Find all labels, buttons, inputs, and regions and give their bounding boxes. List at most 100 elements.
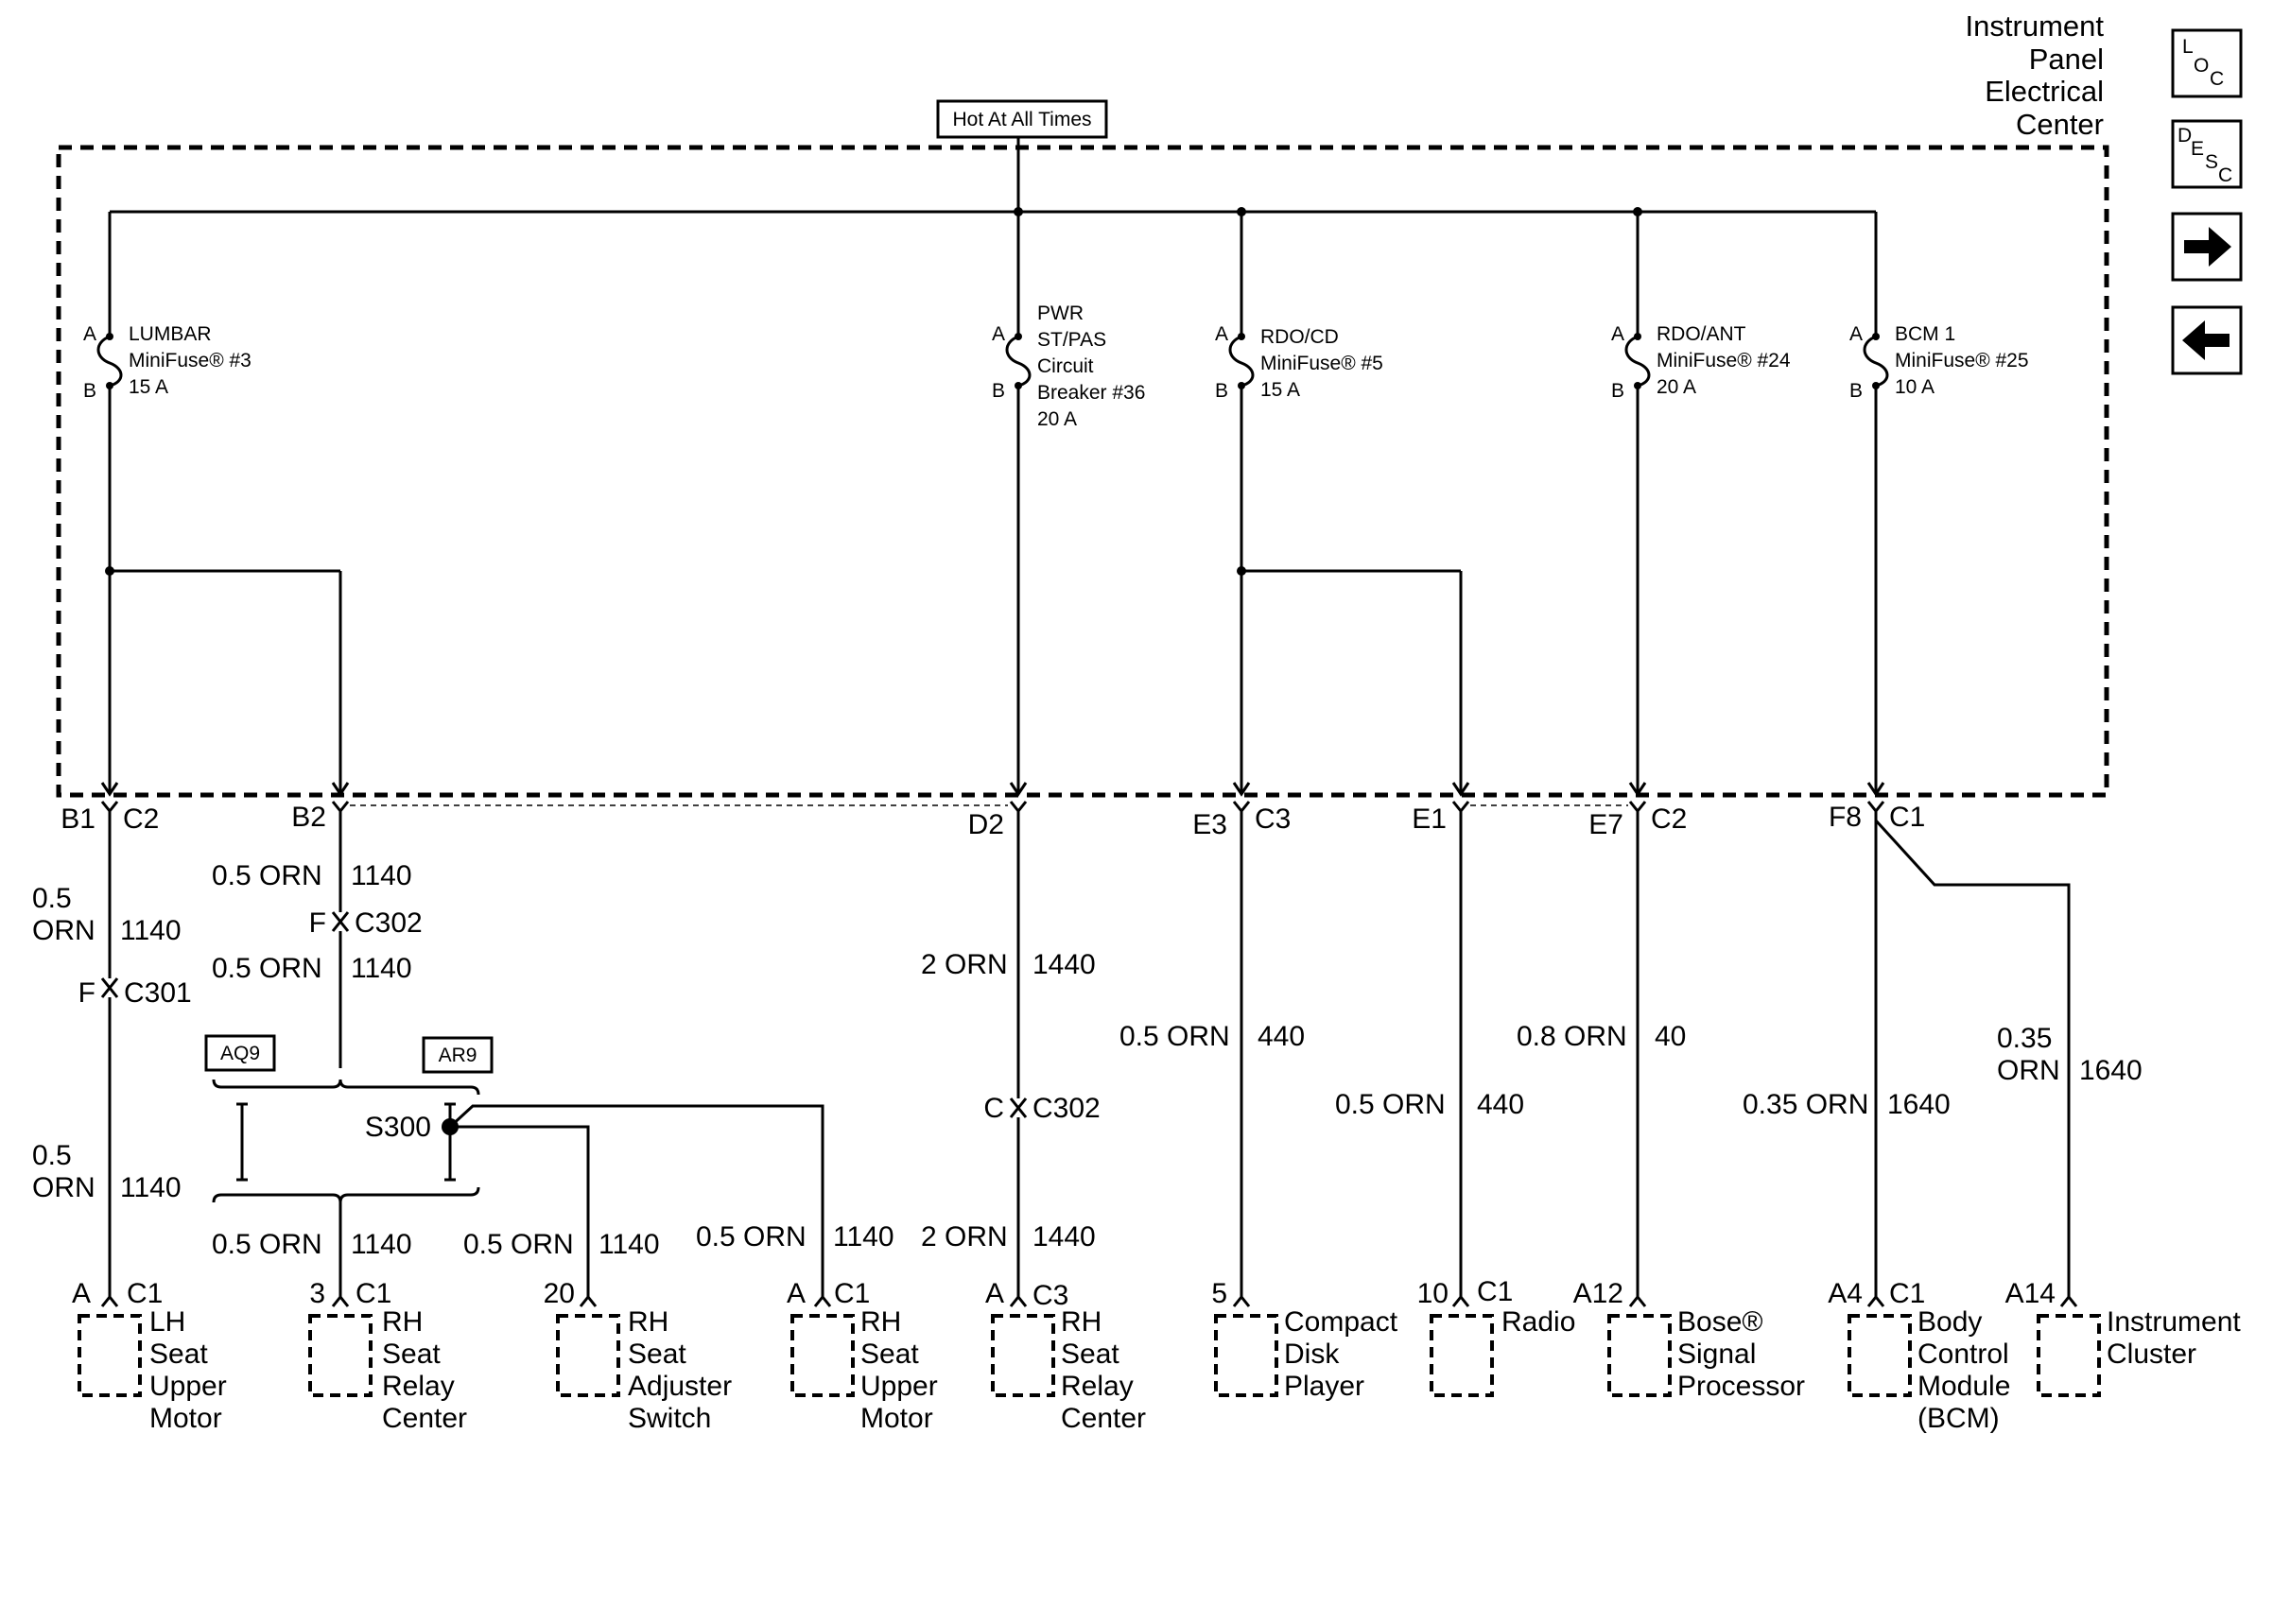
arrow-right-icon	[2184, 227, 2231, 267]
forward-button[interactable]	[2171, 212, 2243, 282]
wire-circuit: 1140	[351, 1229, 412, 1260]
component-lh-seat-upper-motor: A C1 LH Seat Upper Motor	[72, 1278, 227, 1434]
back-button[interactable]	[2171, 305, 2243, 375]
panel-title-line-3: Electrical	[1985, 75, 2104, 108]
component-name: Motor	[860, 1403, 933, 1434]
component-name: Disk	[1284, 1339, 1340, 1370]
component-name: Switch	[628, 1403, 711, 1434]
fuse-pin-b: B	[83, 380, 96, 402]
fuse-pin-a: A	[1215, 323, 1228, 345]
wire-label: 0.5 ORN	[212, 1229, 322, 1260]
wire-circuit: 1140	[120, 1172, 182, 1203]
circuit-lh-seat-upper-motor: 0.5 ORN 1140 F C301 0.5 ORN 1140	[32, 821, 192, 1297]
fuse-pin-a: A	[83, 323, 96, 345]
fuse-label: RDO/CD	[1260, 326, 1339, 348]
fuse-pin-a: A	[992, 323, 1005, 345]
component-rh-seat-adjuster-switch: 20 RH Seat Adjuster Switch	[544, 1278, 732, 1434]
fuse-pin-b: B	[1215, 380, 1228, 402]
component-conn: C1	[834, 1278, 870, 1309]
hot-at-all-times-label: Hot At All Times	[936, 99, 1108, 139]
arrow-left-icon	[2182, 320, 2230, 360]
wire-label: 0.5 ORN	[696, 1221, 807, 1253]
conn-c1: C1	[1889, 802, 1925, 833]
component-name: Control	[1917, 1339, 2009, 1370]
component-name: Seat	[382, 1339, 441, 1370]
circuit-f8: 0.35 ORN 1640 0.35 ORN 1640	[1743, 819, 2143, 1297]
fuse-label: LUMBAR	[129, 323, 212, 345]
inline-pin: F	[309, 907, 326, 939]
component-name: Body	[1917, 1306, 1982, 1338]
fuse-label: MiniFuse® #24	[1657, 350, 1791, 371]
component-name: (BCM)	[1917, 1403, 2000, 1434]
inline-pin: C	[983, 1093, 1004, 1124]
component-pin: 3	[309, 1278, 325, 1309]
fuse-label: 15 A	[1260, 379, 1300, 401]
svg-text:AQ9: AQ9	[220, 1043, 260, 1064]
circuit-d2: 2 ORN 1440 C C302 2 ORN 1440	[921, 821, 1101, 1297]
option-aq9-label: AQ9	[204, 1034, 276, 1072]
internal-branches	[105, 566, 1463, 792]
inline-conn: C302	[1032, 1093, 1101, 1124]
component-name: Adjuster	[628, 1371, 732, 1402]
wire-label: 0.5 ORN	[1119, 1021, 1230, 1052]
desc-button[interactable]: D E S C	[2171, 119, 2243, 189]
loc-letter-o: O	[2194, 55, 2209, 77]
component-pin: A	[72, 1278, 91, 1309]
component-rh-seat-relay-center-c1: 3 C1 RH Seat Relay Center	[308, 1278, 467, 1434]
circuit-e1: 0.5 ORN 440	[1335, 821, 1524, 1297]
wire-color: ORN	[1997, 1055, 2060, 1086]
wire-circuit: 1640	[2079, 1055, 2143, 1086]
component-name: Relay	[382, 1371, 455, 1402]
fuse-rdo-ant: A B RDO/ANT MiniFuse® #24 20 A	[1611, 212, 1791, 792]
fuse-pin-a: A	[1611, 323, 1624, 345]
panel-title-line-2: Panel	[2029, 43, 2104, 76]
loc-letter-c: C	[2210, 68, 2224, 90]
component-name: RH	[860, 1306, 901, 1338]
component-name: Upper	[860, 1371, 938, 1402]
desc-letter-s: S	[2205, 151, 2218, 173]
conn-c2: C2	[1651, 803, 1687, 835]
component-name: Seat	[628, 1339, 686, 1370]
component-name: LH	[149, 1306, 185, 1338]
component-pin: A	[787, 1278, 806, 1309]
component-name: Instrument	[2107, 1306, 2241, 1338]
wire-color: ORN	[32, 1172, 95, 1203]
component-conn: C1	[127, 1278, 163, 1309]
component-name: Compact	[1284, 1306, 1398, 1338]
panel-title-line-4: Center	[2016, 108, 2104, 141]
wire-label: 0.5 ORN	[212, 860, 322, 891]
option-ar9-label: AR9	[422, 1036, 494, 1074]
wire-circuit: 440	[1477, 1089, 1524, 1120]
circuit-breaker-pwr-st-pas: A B PWR ST/PAS Circuit Breaker #36 20 A	[992, 212, 1145, 792]
wire-label: 0.5 ORN	[1335, 1089, 1446, 1120]
wire-size: 0.5	[32, 1140, 72, 1171]
fuse-label: ST/PAS	[1037, 329, 1106, 351]
fuse-label: 20 A	[1657, 376, 1696, 398]
pin-b1: B1	[61, 803, 95, 835]
component-conn: C1	[1477, 1276, 1513, 1307]
desc-letter-e: E	[2191, 138, 2204, 160]
component-conn: C3	[1032, 1280, 1068, 1311]
fuse-label: MiniFuse® #3	[129, 350, 252, 371]
pin-e7: E7	[1588, 809, 1623, 840]
component-radio: 10 C1 Radio	[1417, 1276, 1575, 1397]
fuse-label: Breaker #36	[1037, 382, 1145, 404]
wire-label: 0.35 ORN	[1743, 1089, 1868, 1120]
component-pin: A	[985, 1278, 1004, 1309]
loc-button[interactable]: L O C	[2171, 28, 2243, 98]
component-name: Bose®	[1677, 1306, 1762, 1338]
fuse-pin-b: B	[992, 380, 1005, 402]
wire-label: 0.8 ORN	[1517, 1021, 1627, 1052]
component-name: Center	[1061, 1403, 1146, 1434]
fuse-pin-a: A	[1849, 323, 1863, 345]
wire-circuit: 1140	[599, 1229, 660, 1260]
fuse-label: 20 A	[1037, 408, 1077, 430]
wire-color: ORN	[32, 915, 95, 946]
fuse-label: MiniFuse® #5	[1260, 353, 1383, 374]
wire-circuit: 1140	[351, 860, 412, 891]
circuit-e3: 0.5 ORN 440	[1119, 821, 1305, 1297]
fuse-bcm-1: A B BCM 1 MiniFuse® #25 10 A	[1849, 212, 2029, 792]
component-name: Seat	[149, 1339, 208, 1370]
component-name: RH	[628, 1306, 668, 1338]
